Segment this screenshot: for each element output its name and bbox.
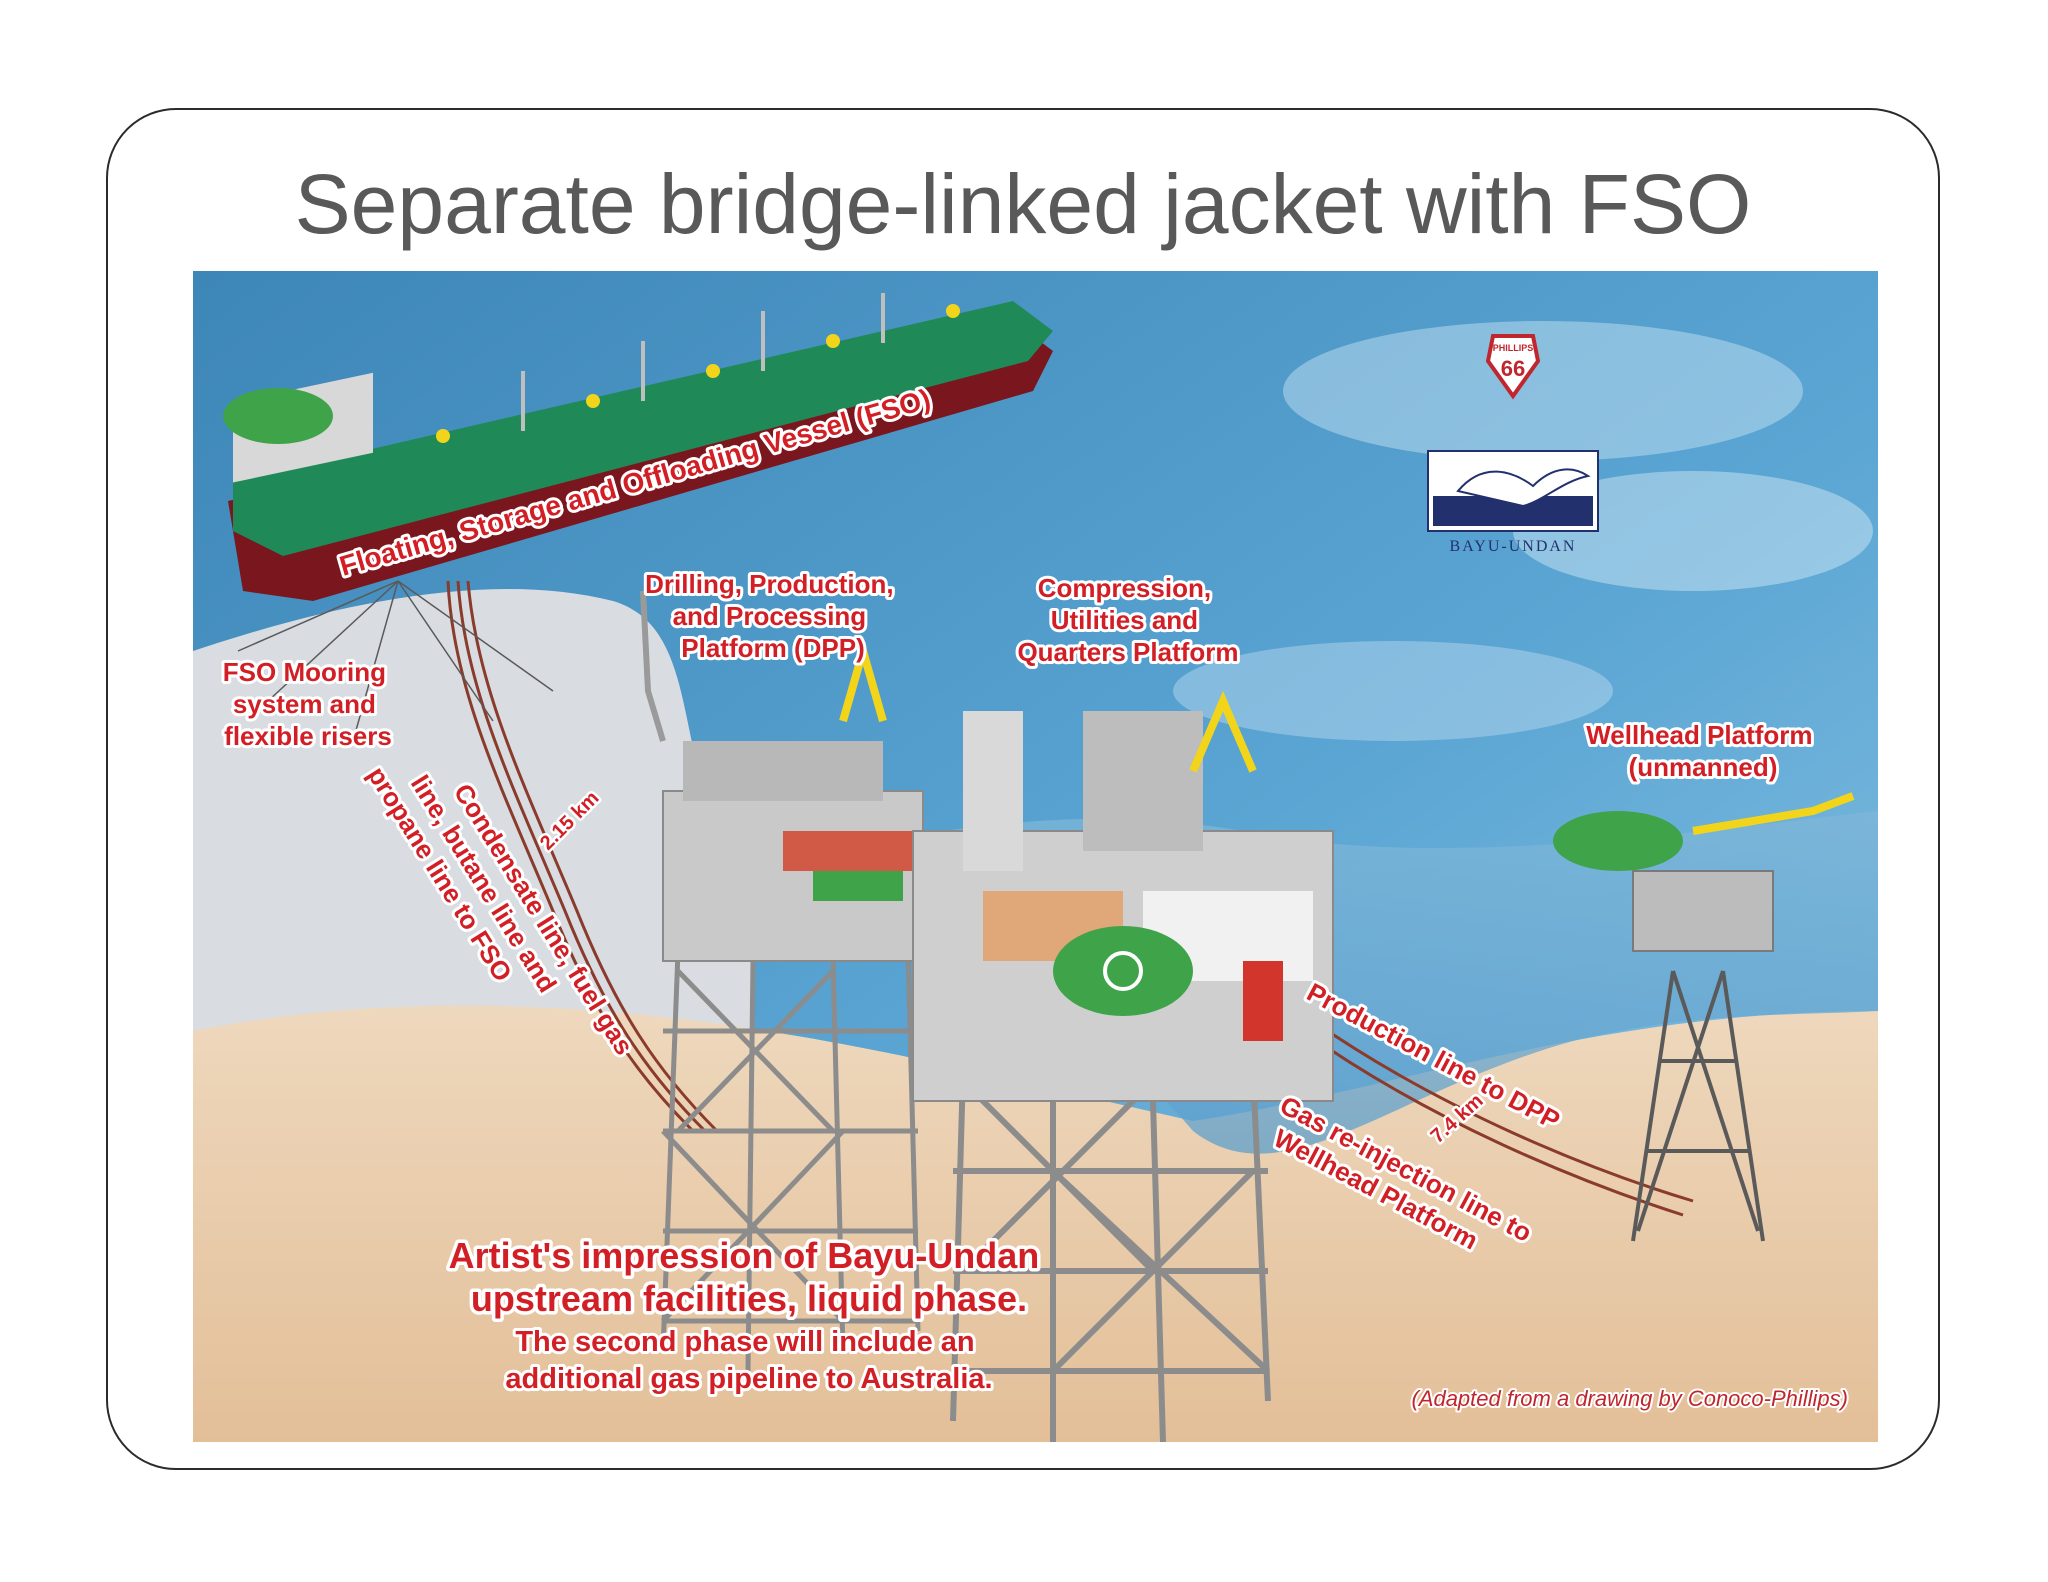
slide-title: Separate bridge-linked jacket with FSO bbox=[294, 157, 1752, 251]
mooring-lines bbox=[237, 580, 554, 742]
wellhead-platform bbox=[1553, 792, 1855, 1242]
illustration-svg: Floating, Storage and Offloading Vessel … bbox=[193, 271, 1878, 1442]
dpp-label: Drilling, Production, and Processing Pla… bbox=[645, 569, 901, 663]
cuq-platform bbox=[912, 690, 1334, 1442]
sea-shimmer bbox=[1173, 321, 1873, 741]
caption-sub: The second phase will include an additio… bbox=[505, 1326, 992, 1395]
phillips-text: PHILLIPS bbox=[1493, 343, 1534, 353]
cuq-helideck-icon bbox=[1053, 926, 1193, 1016]
seabird-icon bbox=[1456, 468, 1591, 508]
wellhead-helideck-icon bbox=[1553, 811, 1683, 871]
flare-boom-icon bbox=[640, 590, 666, 742]
credit-note: (Adapted from a drawing by Conoco-Philli… bbox=[1411, 1386, 1848, 1411]
phillips-number: 66 bbox=[1501, 356, 1525, 381]
fso-helideck-icon bbox=[223, 388, 333, 444]
bayu-undan-text: BAYU-UNDAN bbox=[1450, 538, 1577, 555]
mooring-label: FSO Mooring system and flexible risers bbox=[223, 657, 393, 751]
caption-main: Artist's impression of Bayu-Undan upstre… bbox=[449, 1235, 1050, 1319]
wellhead-crane-icon bbox=[1692, 792, 1855, 835]
dpp-crane-icon bbox=[839, 636, 887, 723]
phillips-66-logo: PHILLIPS 66 bbox=[1485, 334, 1541, 400]
bayu-undan-logo: BAYU-UNDAN bbox=[1427, 450, 1599, 555]
seabed bbox=[193, 1005, 1878, 1442]
wellhead-label: Wellhead Platform (unmanned) bbox=[1586, 720, 1820, 782]
cuq-crane-icon bbox=[1189, 690, 1257, 773]
lifeboat-icon bbox=[1243, 961, 1283, 1041]
dpp-platform bbox=[640, 590, 924, 1372]
bayu-undan-illustration: Floating, Storage and Offloading Vessel … bbox=[193, 271, 1878, 1442]
cuq-label: Compression, Utilities and Quarters Plat… bbox=[1017, 573, 1238, 667]
